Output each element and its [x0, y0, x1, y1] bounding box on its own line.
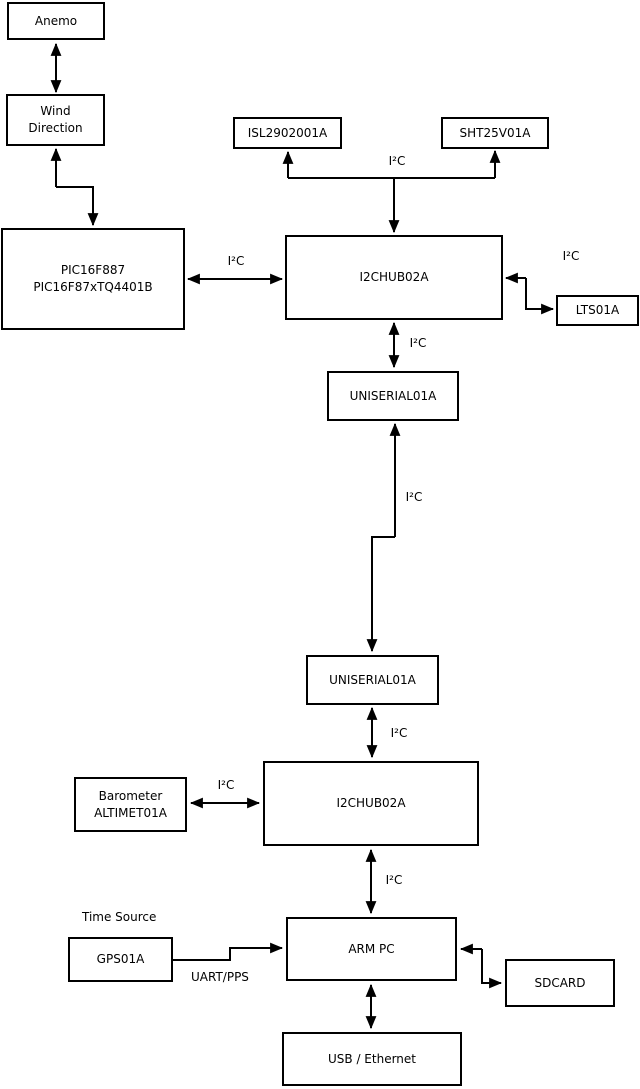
sdcard-box: SDCARD	[505, 959, 615, 1007]
edge-arm-sdcard	[481, 949, 503, 989]
lts01a-label: LTS01A	[575, 303, 620, 318]
time-source-label: Time Source	[82, 910, 157, 924]
i2c-label-hub1-uni1: I²C	[408, 336, 428, 350]
anemo-label: Anemo	[34, 13, 78, 28]
i2c-label-hub2-arm: I²C	[384, 873, 404, 887]
wind-direction-label-line2: Direction	[28, 121, 83, 135]
i2c-label-hub1-lts: I²C	[561, 249, 581, 263]
isl2902001a-label: ISL2902001A	[247, 125, 328, 140]
usb-ethernet-box: USB / Ethernet	[282, 1032, 462, 1086]
barometer-label-line2: ALTIMET01A	[94, 805, 167, 820]
i2chub02a-2-box: I2CHUB02A	[263, 761, 479, 846]
sht25v01a-box: SHT25V01A	[441, 117, 549, 149]
anemo-box: Anemo	[7, 2, 105, 40]
i2c-label-pic-hub1: I²C	[226, 254, 246, 268]
wind-direction-label-line1: Wind	[40, 104, 71, 119]
sht25v01a-label: SHT25V01A	[459, 125, 531, 140]
uniserial01a-1-box: UNISERIAL01A	[327, 371, 459, 421]
gps01a-box: GPS01A	[68, 937, 173, 982]
usb-ethernet-label: USB / Ethernet	[328, 1051, 416, 1066]
uniserial01a-2-label: UNISERIAL01A	[329, 672, 416, 687]
lts01a-box: LTS01A	[556, 295, 639, 326]
gps01a-label: GPS01A	[96, 952, 145, 967]
pic16f887-box: PIC16F887 PIC16F87xTQ4401B	[1, 228, 185, 330]
pic16f887-label-line1: PIC16F887	[60, 263, 126, 278]
isl2902001a-box: ISL2902001A	[233, 117, 342, 149]
i2c-label-uni2-hub2: I²C	[389, 726, 409, 740]
arm-pc-label: ARM PC	[348, 941, 395, 956]
i2chub02a-1-label: I2CHUB02A	[359, 270, 429, 285]
edge-hub1-lts	[525, 278, 555, 315]
wind-direction-box: Wind Direction	[6, 94, 105, 146]
edge-gps-arm	[173, 942, 284, 961]
barometer-label-line1: Barometer	[98, 788, 163, 803]
uniserial01a-1-label: UNISERIAL01A	[349, 388, 437, 403]
i2chub02a-1-box: I2CHUB02A	[285, 235, 503, 320]
edge-wind-pic-down	[56, 186, 99, 227]
i2c-label-uni1-uni2: I²C	[404, 490, 424, 504]
uart-pps-label: UART/PPS	[191, 970, 249, 984]
i2chub02a-2-label: I2CHUB02A	[336, 796, 406, 811]
i2c-label-baro-hub2: I²C	[216, 778, 236, 792]
pic16f887-label-line2: PIC16F87xTQ4401B	[33, 280, 153, 294]
arm-pc-box: ARM PC	[286, 917, 457, 981]
barometer-box: Barometer ALTIMET01A	[74, 777, 187, 832]
i2c-label-top-bus: I²C	[387, 154, 407, 168]
edge-uni1-uni2-down	[366, 536, 395, 653]
sdcard-label: SDCARD	[534, 975, 586, 990]
uniserial01a-2-box: UNISERIAL01A	[306, 655, 439, 705]
